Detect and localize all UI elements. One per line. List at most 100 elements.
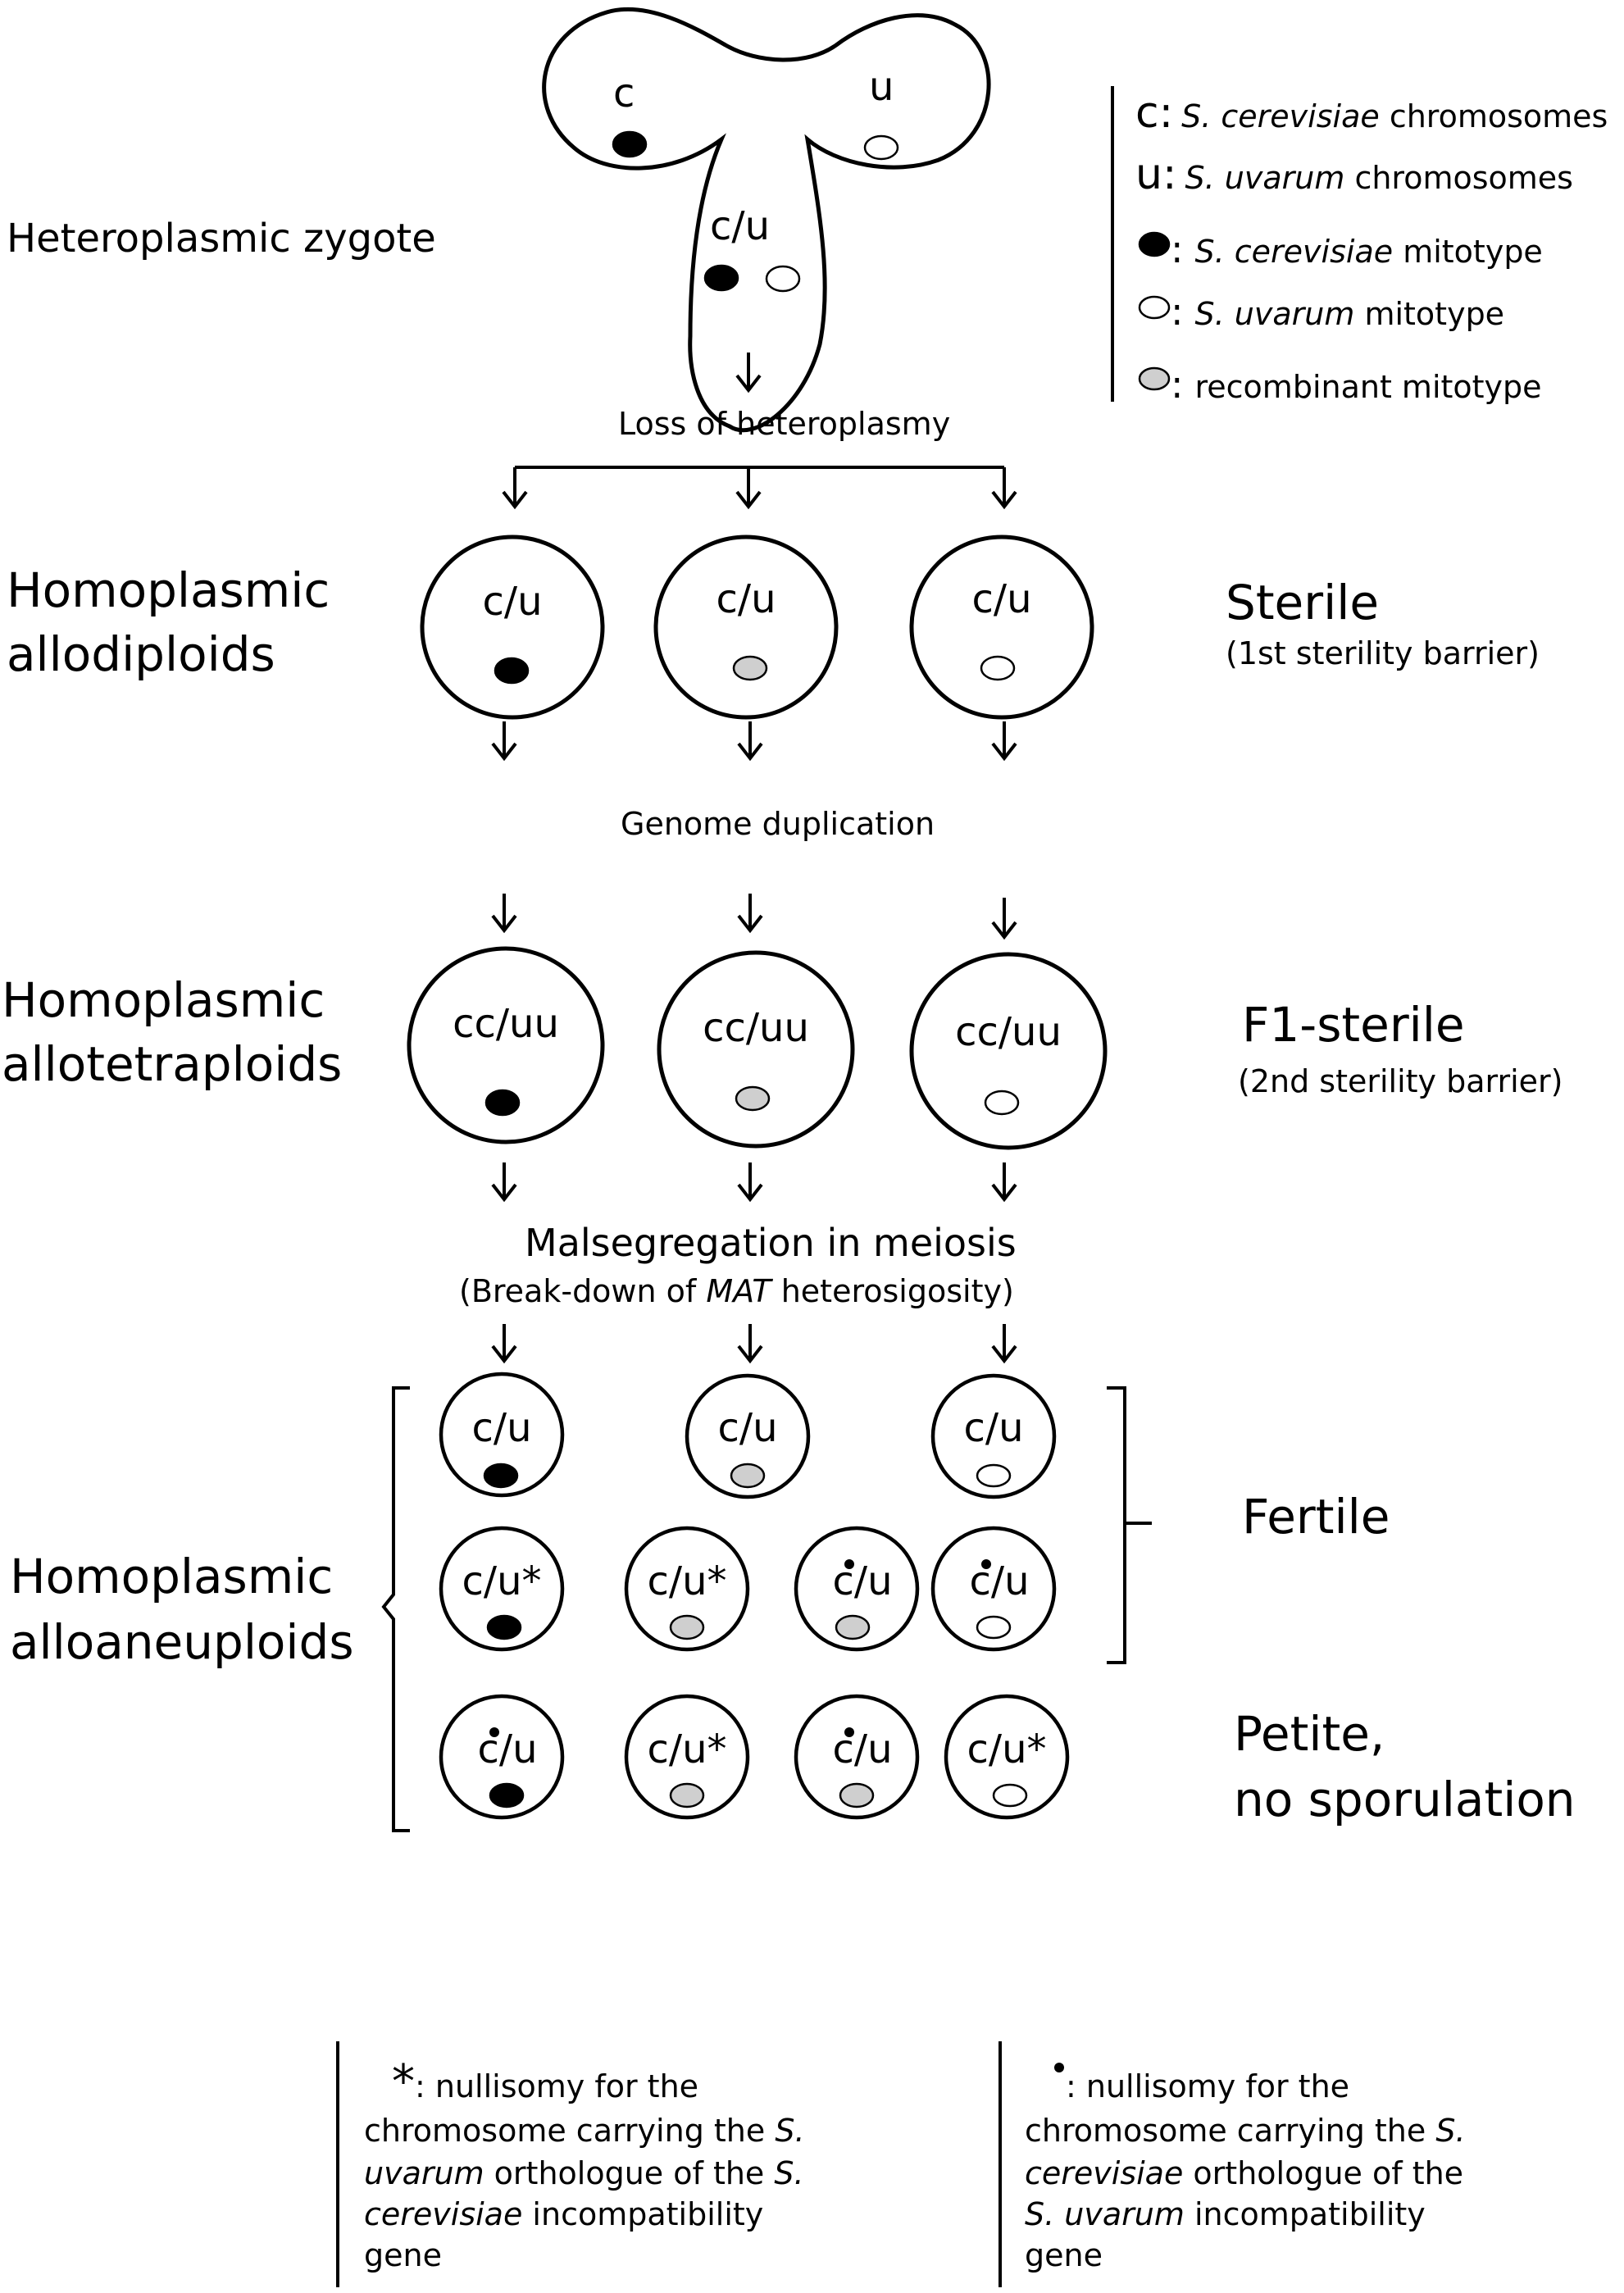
- zygote-left-label: c: [613, 71, 635, 116]
- arrow-icon: [991, 721, 1017, 762]
- white-mitotype-icon: [984, 1090, 1020, 1116]
- alloaneuploid-cell: c/u: [439, 1694, 565, 1820]
- black-mitotype-icon: [612, 130, 648, 158]
- grey-mitotype-icon: [732, 655, 768, 681]
- alloaneuploid-cell: c/u: [930, 1373, 1057, 1499]
- grey-mitotype-icon: [735, 1085, 771, 1112]
- branch-connector: [502, 466, 1017, 510]
- grey-mitotype-icon: [835, 1614, 871, 1640]
- zygote-right-label: u: [869, 64, 894, 110]
- arrow-icon: [491, 1162, 517, 1203]
- fertile-bracket: [1107, 1386, 1152, 1664]
- legend-black-row: :S. cerevisiae mitotype: [1171, 227, 1543, 271]
- sterile-label: Sterile: [1226, 575, 1379, 630]
- alloaneuploid-cell: c/u*: [944, 1694, 1070, 1820]
- legend-grey-row: :recombinant mitotype: [1171, 362, 1542, 407]
- svg-text:cc/uu: cc/uu: [955, 1009, 1062, 1055]
- black-mitotype-icon: [1138, 231, 1171, 257]
- svg-text:Homoplasmic: Homoplasmic: [10, 1549, 333, 1604]
- white-mitotype-icon: [992, 1783, 1028, 1808]
- alloaneuploid-cell: c/u: [930, 1526, 1057, 1652]
- arrow-icon: [737, 1162, 763, 1203]
- alloaneuploids-label: Homoplasmic alloaneuploids: [10, 1549, 354, 1670]
- sterile-note: (1st sterility barrier): [1226, 635, 1540, 671]
- allodiploids-label: Homoplasmic allodiploids: [7, 562, 330, 682]
- nullisomy-dot-icon: [981, 1559, 991, 1569]
- svg-text:allodiploids: allodiploids: [7, 626, 275, 682]
- svg-text:alloaneuploids: alloaneuploids: [10, 1614, 354, 1670]
- black-mitotype-icon: [483, 1463, 519, 1489]
- svg-text:: nullisomy for the: : nullisomy for the: [1066, 2068, 1349, 2104]
- grey-mitotype-icon: [669, 1614, 705, 1640]
- heteroplasmic-zygote: c u c/u: [542, 7, 991, 433]
- footnote-star: *: nullisomy for the chromosome carrying…: [336, 2041, 805, 2287]
- white-mitotype-icon: [1138, 295, 1171, 320]
- black-mitotype-icon: [489, 1782, 525, 1808]
- allotetraploid-cell: cc/uu: [407, 946, 605, 1144]
- black-mitotype-icon: [703, 264, 739, 292]
- genome-duplication-label: Genome duplication: [621, 806, 935, 842]
- allotetraploid-cell: cc/uu: [657, 950, 855, 1149]
- arrow-icon: [491, 894, 517, 934]
- svg-text:c/u: c/u: [970, 1558, 1030, 1604]
- svg-text:S. uvarum incompatibility: S. uvarum incompatibility: [1025, 2196, 1426, 2232]
- grey-mitotype-icon: [839, 1782, 875, 1808]
- arrow-icon: [991, 1324, 1017, 1364]
- allotetraploids-label: Homoplasmic allotetraploids: [2, 972, 342, 1092]
- svg-text:uvarum orthologue of the S.: uvarum orthologue of the S.: [364, 2155, 804, 2191]
- alloaneuploid-cell: c/u: [685, 1373, 811, 1499]
- nullisomy-dot-icon: [1054, 2063, 1064, 2072]
- svg-text:c/u*: c/u*: [967, 1727, 1047, 1772]
- svg-text:*: nullisomy for the: *: nullisomy for the: [392, 2055, 698, 2109]
- alloaneuploid-cell: c/u*: [624, 1694, 750, 1820]
- zygote-row-label: Heteroplasmic zygote: [7, 216, 436, 262]
- f1-sterile-label: F1-sterile: [1242, 997, 1465, 1053]
- black-mitotype-icon: [486, 1614, 522, 1640]
- legend-white-row: :S. uvarum mitotype: [1171, 289, 1504, 334]
- white-mitotype-icon: [863, 134, 899, 161]
- white-mitotype-icon: [765, 265, 801, 293]
- svg-text:allotetraploids: allotetraploids: [2, 1036, 342, 1092]
- arrow-icon: [991, 1162, 1017, 1203]
- zygote-outline: [542, 7, 991, 433]
- svg-text:cerevisiae incompatibility: cerevisiae incompatibility: [364, 2196, 763, 2232]
- f1-sterile-note: (2nd sterility barrier): [1238, 1063, 1563, 1099]
- arrow-icon: [737, 721, 763, 762]
- nullisomy-dot-icon: [489, 1727, 499, 1737]
- allodiploid-cell: c/u: [420, 535, 605, 720]
- petite-label-line2: no sporulation: [1234, 1772, 1576, 1827]
- black-mitotype-icon: [494, 657, 530, 685]
- arrow-icon: [491, 1324, 517, 1364]
- svg-text:cc/uu: cc/uu: [703, 1005, 809, 1051]
- svg-text:c/u*: c/u*: [462, 1558, 542, 1604]
- white-mitotype-icon: [976, 1615, 1012, 1640]
- svg-text:c/u: c/u: [478, 1727, 538, 1772]
- black-mitotype-icon: [484, 1089, 521, 1117]
- legend-c-row: c:S. cerevisiae chromosomes: [1135, 89, 1608, 138]
- svg-text:cc/uu: cc/uu: [453, 1001, 559, 1047]
- alloaneuploid-cell: c/u: [794, 1526, 920, 1652]
- svg-text:Homoplasmic: Homoplasmic: [7, 562, 330, 618]
- nullisomy-dot-icon: [844, 1727, 854, 1737]
- petite-label-line1: Petite,: [1234, 1706, 1385, 1762]
- arrow-icon: [491, 721, 517, 762]
- alloaneuploid-cell: c/u*: [439, 1526, 565, 1652]
- arrow-icon: [737, 894, 763, 934]
- svg-text:c/u: c/u: [718, 1405, 778, 1451]
- white-mitotype-icon: [980, 655, 1016, 681]
- legend: c:S. cerevisiae chromosomes u:S. uvarum …: [1111, 86, 1608, 407]
- svg-text:c/u: c/u: [964, 1405, 1024, 1451]
- svg-text:c/u: c/u: [472, 1405, 532, 1451]
- svg-text:gene: gene: [364, 2237, 442, 2273]
- svg-text:gene: gene: [1025, 2237, 1103, 2273]
- arrow-icon: [991, 898, 1017, 940]
- svg-text:c/u: c/u: [833, 1558, 893, 1604]
- svg-text:c/u: c/u: [716, 576, 776, 622]
- loss-of-heteroplasmy-label: Loss of heteroplasmy: [618, 406, 950, 442]
- nullisomy-dot-icon: [844, 1559, 854, 1569]
- svg-text:c/u*: c/u*: [648, 1727, 727, 1772]
- allodiploid-cell: c/u: [653, 535, 839, 720]
- left-brace: [381, 1386, 410, 1832]
- svg-text:chromosome carrying the S.: chromosome carrying the S.: [1025, 2113, 1466, 2149]
